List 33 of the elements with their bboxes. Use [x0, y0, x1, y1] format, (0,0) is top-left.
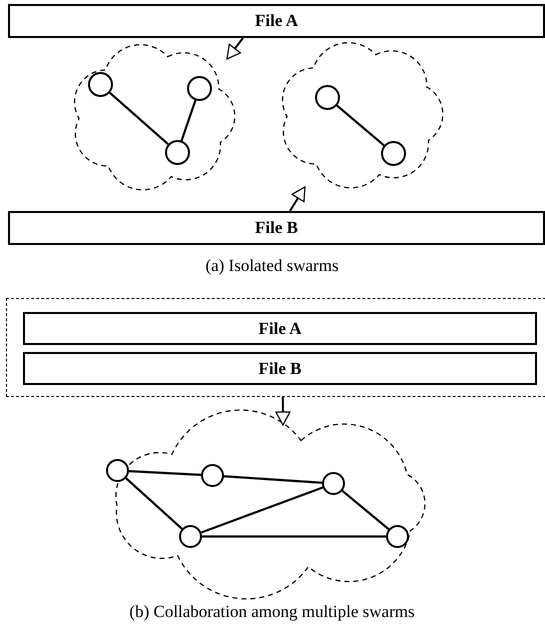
- link-line: [202, 535, 386, 538]
- peer-circle: [322, 472, 345, 495]
- link-line: [125, 477, 183, 530]
- arrow: [289, 186, 306, 212]
- peer-circle: [381, 141, 406, 166]
- dashed-group-box: [6, 298, 545, 397]
- peer-circle: [315, 85, 340, 110]
- file-label: File A: [255, 11, 298, 31]
- link-line: [336, 104, 385, 146]
- link-line: [128, 470, 202, 476]
- peer-circle: [165, 140, 190, 165]
- file-label: File A: [258, 318, 302, 338]
- file-label: File B: [258, 358, 302, 378]
- peer-circle: [201, 464, 224, 487]
- file-bar: [8, 211, 545, 245]
- file-bar: [8, 4, 545, 38]
- peer-circle: [386, 525, 409, 548]
- link-line: [342, 490, 390, 530]
- link-line: [224, 475, 322, 484]
- peer-circle: [88, 72, 113, 97]
- figure-caption: (b) Collaboration among multiple swarms: [129, 602, 415, 622]
- file-bar: [23, 312, 537, 345]
- figure-caption: (a) Isolated swarms: [205, 256, 339, 276]
- file-label: File B: [255, 218, 298, 238]
- link-line: [200, 486, 324, 534]
- arrow: [226, 37, 244, 60]
- link-line: [180, 100, 196, 142]
- arrow: [275, 397, 291, 426]
- peer-circle: [106, 459, 129, 482]
- peer-circle: [187, 76, 212, 101]
- file-bar: [23, 352, 537, 385]
- peer-circle: [179, 525, 202, 548]
- link-line: [109, 92, 169, 146]
